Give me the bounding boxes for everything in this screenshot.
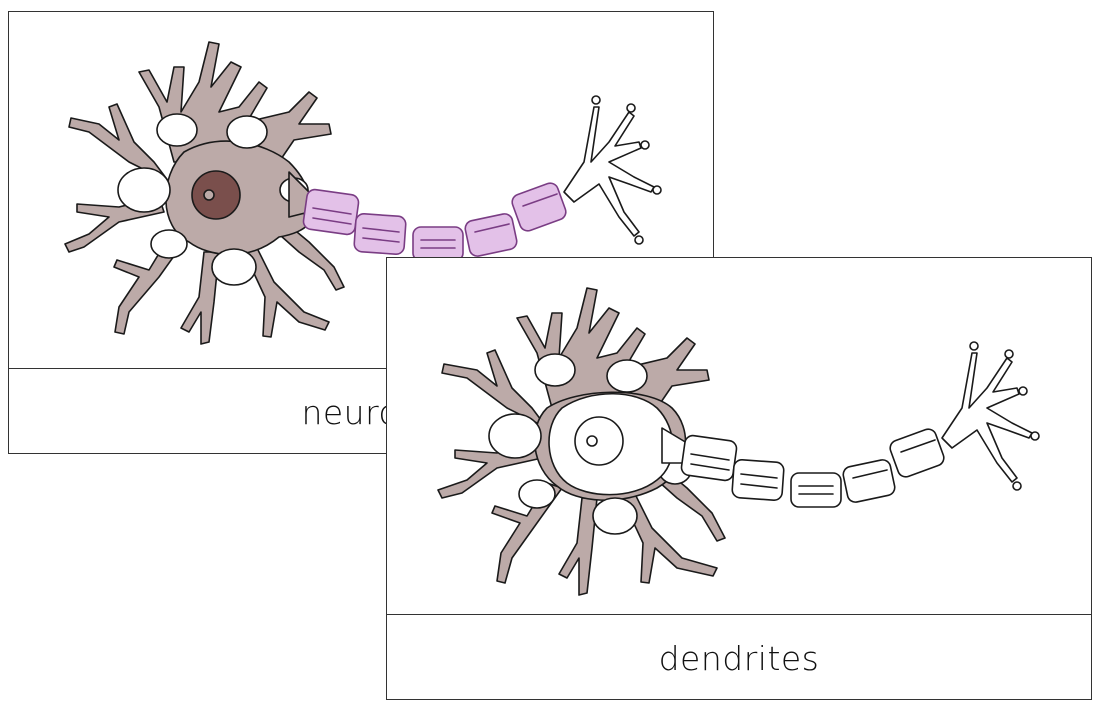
- axon-terminals: [941, 341, 1040, 491]
- card-divider: [9, 368, 713, 369]
- nucleus: [574, 416, 624, 466]
- nucleolus: [203, 189, 215, 201]
- dendrites-card: dendrites: [386, 257, 1092, 700]
- dendrites-diagram: [437, 287, 1040, 596]
- neuron-diagram: [64, 41, 662, 345]
- dendrites-illustration: [387, 258, 1091, 614]
- nucleus: [191, 170, 241, 220]
- myelin-sheath: [302, 182, 567, 262]
- myelin-sheath: [680, 428, 945, 508]
- card-label-dendrites: dendrites: [658, 639, 820, 678]
- neuron-card: neuron: [8, 11, 714, 454]
- card-divider: [387, 614, 1091, 615]
- nucleolus: [586, 435, 598, 447]
- neuron-illustration: [9, 12, 713, 368]
- axon-terminals: [563, 95, 662, 245]
